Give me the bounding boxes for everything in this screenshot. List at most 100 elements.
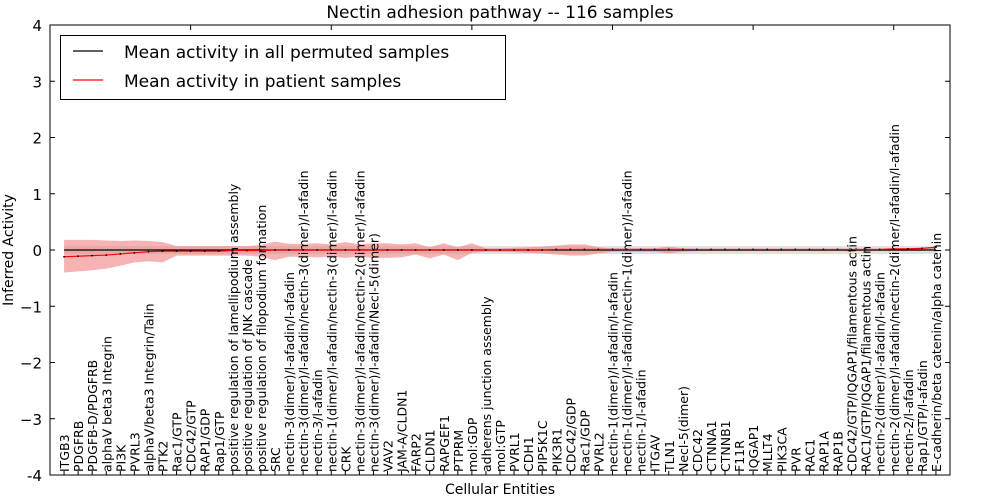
data-point: [175, 250, 178, 253]
legend-label-permuted: Mean activity in all permuted samples: [124, 43, 449, 63]
data-point: [935, 246, 937, 249]
data-point: [611, 248, 614, 251]
x-tick-label: mol:GTP: [493, 420, 508, 472]
data-point: [63, 255, 65, 258]
data-point: [133, 251, 136, 254]
data-point: [77, 255, 80, 258]
data-point: [752, 248, 755, 251]
x-tick-label: nectin-3(dimer)/l-afadin/nectin-3(dimer)…: [296, 170, 311, 472]
x-tick-label: ITGAV: [648, 434, 663, 472]
y-tick-label: -4: [27, 467, 42, 485]
data-point: [302, 249, 305, 251]
data-point: [119, 253, 122, 255]
data-point: [91, 254, 94, 257]
data-point: [470, 249, 473, 251]
data-point: [456, 249, 459, 251]
x-tick-label: PVR: [788, 447, 803, 472]
x-tick-label: F11R: [732, 440, 747, 472]
data-point: [527, 249, 530, 251]
x-tick-label: PIP5K1C: [535, 420, 550, 472]
x-tick-label: RAP1/GDP: [198, 408, 213, 472]
chart-title: Nectin adhesion pathway -- 116 samples: [326, 3, 673, 23]
y-axis-label: Inferred Activity: [1, 194, 17, 306]
legend: Mean activity in all permuted samples Me…: [60, 35, 506, 100]
x-tick-label: PTPRM: [451, 430, 466, 472]
data-point: [639, 248, 642, 251]
data-point: [808, 248, 811, 251]
x-tick-label: PIK3CA: [774, 427, 789, 472]
x-tick-label: alphaV/beta3 Integrin/Talin: [141, 304, 156, 473]
data-point: [513, 249, 515, 251]
x-tick-label: CDC42/GTP: [184, 400, 199, 472]
data-point: [695, 248, 698, 251]
x-tick-label: PVRL3: [127, 432, 142, 472]
data-point: [231, 249, 234, 252]
data-point: [738, 248, 740, 251]
data-point: [569, 248, 572, 251]
x-tick-label: CDC42/GTP/IQGAP1/filamentous actin: [845, 236, 860, 472]
x-tick-label: SRC: [268, 447, 283, 472]
data-point: [105, 254, 108, 256]
data-point: [330, 249, 333, 251]
y-tick-label: 2: [32, 130, 42, 148]
x-tick-label: Rac1/GTP: [170, 412, 185, 472]
data-point: [414, 249, 417, 251]
x-tick-label: CRK: [338, 446, 353, 472]
x-tick-label: RAC1/GTP/IQGAP1/filamentous actin: [859, 246, 874, 472]
y-tick-label: −3: [20, 411, 42, 429]
data-point: [499, 249, 501, 251]
x-tick-label: PDGFRB: [71, 421, 86, 472]
data-point: [203, 250, 206, 253]
data-point: [541, 249, 544, 251]
x-tick-label: RAPGEF1: [437, 415, 452, 472]
x-tick-label: nectin-3(dimer)/l-afadin/l-afadin: [282, 272, 297, 472]
x-tick-label: FARP2: [409, 433, 424, 472]
x-tick-label: nectin-1(dimer)/l-afadin/nectin-1(dimer)…: [620, 170, 635, 472]
x-tick-label: PVRL1: [507, 432, 522, 472]
y-tick-label: 1: [32, 186, 42, 204]
data-point: [358, 249, 361, 251]
x-tick-label: Rap1/GTP: [212, 411, 227, 472]
data-point: [260, 249, 262, 252]
x-tick-label: Rap1/GTP/l-afadin: [915, 360, 930, 472]
x-tick-label: positive regulation of JNK cascade: [240, 259, 255, 472]
x-tick-label: nectin-2(dimer)/l-afadin/l-afadin: [873, 272, 888, 472]
y-tick-label: 0: [32, 242, 42, 260]
legend-label-patient: Mean activity in patient samples: [124, 72, 401, 92]
x-tick-label: nectin-3/l-afadin: [310, 370, 325, 473]
x-tick-label: nectin-2(dimer)/l-afadin/nectin-2(dimer/…: [887, 124, 902, 472]
data-point: [766, 248, 769, 251]
data-point: [724, 248, 726, 251]
data-point: [485, 249, 487, 251]
data-point: [274, 249, 276, 251]
x-tick-label: TLN1: [662, 440, 677, 473]
x-tick-label: JAM-A/CLDN1: [395, 390, 410, 473]
data-point: [681, 248, 684, 251]
data-point: [667, 248, 670, 251]
data-point: [597, 248, 600, 251]
data-point: [892, 247, 895, 250]
x-tick-label: RAC1: [802, 439, 817, 472]
data-point: [780, 248, 783, 251]
y-tick-label: 4: [32, 17, 42, 35]
data-point: [217, 250, 220, 253]
data-point: [161, 250, 164, 253]
x-tick-label: MLLT4: [760, 433, 775, 472]
x-tick-label: CDC42: [690, 429, 705, 472]
lines-layer: [63, 246, 937, 258]
y-tick-label: −1: [20, 298, 42, 316]
x-tick-label: PIK3R1: [549, 428, 564, 472]
data-point: [836, 248, 839, 251]
x-tick-label: positive regulation of lamellipodium ass…: [226, 183, 241, 472]
data-point: [442, 249, 445, 251]
data-point: [906, 247, 909, 250]
x-tick-label: CDH1: [521, 436, 536, 472]
x-tick-label: ITGB3: [57, 434, 72, 472]
x-tick-label: PI3K: [113, 444, 128, 472]
x-tick-label: nectin-3(dimer)/l-afadin/Necl-5(dimer): [366, 233, 381, 472]
x-tick-label: nectin-2/l-afadin: [901, 370, 916, 473]
data-point: [822, 248, 825, 251]
x-tick-label: CDC42/GDP: [563, 397, 578, 472]
data-point: [147, 250, 150, 253]
